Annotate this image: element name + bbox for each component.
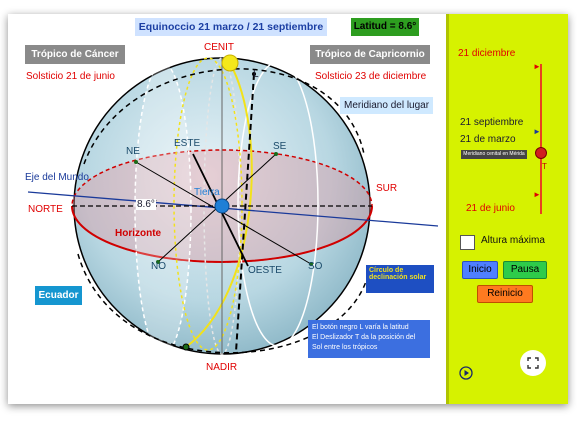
world-axis-label: Eje del Mundo bbox=[25, 172, 89, 183]
reinicio-button[interactable]: Reinicio bbox=[477, 285, 533, 303]
meridian-small-label: Meridiano cenital en Mérida bbox=[461, 150, 527, 159]
tropic-capricorn-circle bbox=[237, 61, 319, 347]
tropic-cancer-circle bbox=[134, 62, 192, 356]
equator-front bbox=[77, 253, 371, 354]
sphere-diagram bbox=[27, 54, 439, 356]
sun-icon bbox=[221, 54, 239, 72]
solstice-dec-label: Solsticio 23 de diciembre bbox=[315, 71, 427, 82]
tropic-capricorn-label: Trópico de Capricornio bbox=[310, 45, 430, 64]
so-label: SO bbox=[308, 261, 323, 272]
sur-label: SUR bbox=[376, 183, 398, 194]
meridian-label: Meridiano del lugar bbox=[340, 97, 434, 114]
angle-label: 8.6° bbox=[136, 199, 156, 210]
cenit-label: CENIT bbox=[204, 42, 234, 53]
ecuador-label: Ecuador bbox=[35, 286, 82, 305]
meridian-line bbox=[235, 73, 255, 353]
earth-icon bbox=[214, 198, 230, 214]
sep21-label: 21 septiembre bbox=[460, 117, 524, 128]
oeste-label: OESTE bbox=[248, 265, 282, 276]
norte-label: NORTE bbox=[28, 204, 63, 215]
declination-circle-line1: Círculo de bbox=[369, 267, 404, 274]
sun-path-back bbox=[173, 57, 243, 351]
fullscreen-icon[interactable] bbox=[520, 350, 546, 376]
t-slider-label: T bbox=[542, 162, 547, 171]
earth-label: Tierra bbox=[194, 187, 220, 198]
dec21-label: 21 diciembre bbox=[458, 48, 516, 59]
latitude-badge: Latitud = 8.6° bbox=[351, 18, 419, 36]
note-line1: El botón negro L varía la latitud bbox=[312, 324, 409, 331]
jun21-marker: ► bbox=[533, 190, 541, 199]
l-marker-label: L bbox=[253, 69, 259, 80]
pausa-button[interactable]: Pausa bbox=[503, 261, 547, 279]
equinox-marker: ► bbox=[533, 127, 541, 136]
ne-label: NE bbox=[126, 146, 140, 157]
no-label: NO bbox=[151, 261, 166, 272]
solstice-june-label: Solsticio 21 de junio bbox=[26, 71, 115, 82]
world-axis bbox=[27, 191, 439, 227]
inicio-button[interactable]: Inicio bbox=[462, 261, 498, 279]
jun21-label: 21 de junio bbox=[466, 203, 515, 214]
dec21-marker: ► bbox=[533, 62, 541, 71]
mar21-label: 21 de marzo bbox=[460, 134, 516, 145]
applet-frame: Equinoccio 21 marzo / 21 septiembre Lati… bbox=[8, 14, 568, 404]
se-label: SE bbox=[273, 141, 287, 152]
sun-path bbox=[185, 62, 253, 348]
latitude-handle[interactable] bbox=[252, 72, 256, 76]
celestial-sphere-stage: Equinoccio 21 marzo / 21 septiembre Lati… bbox=[8, 14, 446, 404]
t-slider-track[interactable] bbox=[540, 64, 542, 214]
instructions-note: El botón negro L varía la latitud El Des… bbox=[308, 320, 430, 358]
declination-circle-label: Círculo de declinación solar bbox=[366, 265, 434, 293]
horizonte-label: Horizonte bbox=[115, 228, 162, 239]
play-icon[interactable] bbox=[459, 366, 473, 380]
title-banner: Equinoccio 21 marzo / 21 septiembre bbox=[135, 18, 327, 36]
note-line2: El Deslizador T da la posición del bbox=[312, 334, 416, 341]
nadir-label: NADIR bbox=[206, 362, 238, 373]
t-slider-handle[interactable] bbox=[535, 147, 547, 159]
altura-label: Altura máxima bbox=[481, 235, 545, 246]
note-line3: Sol entre los trópicos bbox=[312, 344, 378, 351]
declination-circle-line2: declinación solar bbox=[369, 274, 427, 281]
tropic-cancer-label: Trópico de Cáncer bbox=[25, 45, 125, 64]
este-label: ESTE bbox=[174, 138, 201, 149]
control-panel: 21 diciembre ► 21 septiembre 21 de marzo… bbox=[446, 14, 568, 404]
altura-checkbox[interactable] bbox=[460, 235, 475, 250]
